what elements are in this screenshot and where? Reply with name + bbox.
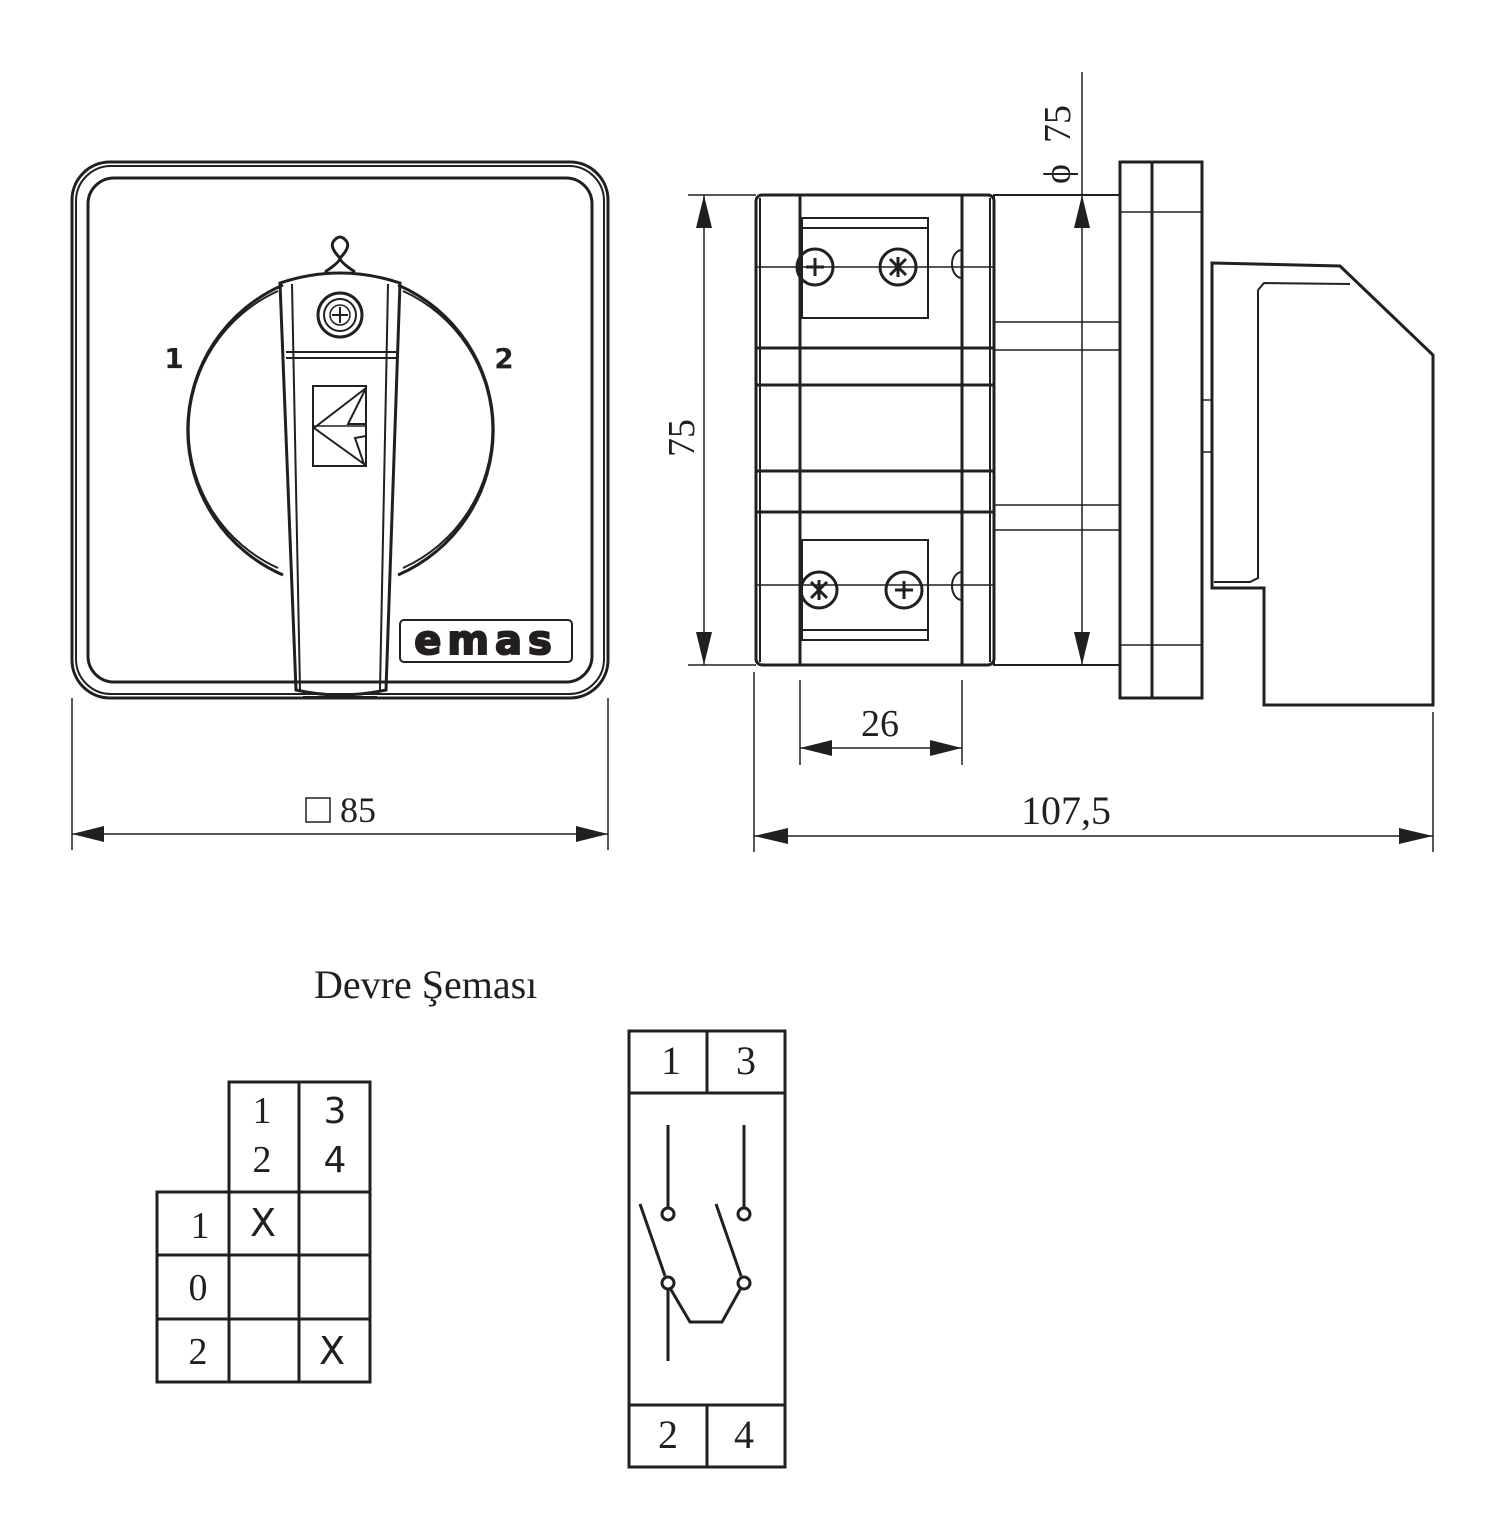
- row-position-label: 2: [189, 1331, 208, 1373]
- terminal-label: 1: [661, 1038, 681, 1083]
- contact-diagram: 1 3 2 4: [627, 1029, 787, 1469]
- terminal-screw-icon: [884, 570, 924, 610]
- column-header-top: 1: [253, 1090, 272, 1132]
- table-cell: X: [250, 1201, 276, 1245]
- terminal-label: 2: [658, 1412, 678, 1457]
- brand-emas-mark: emas: [399, 617, 573, 665]
- schema-title: Devre Şeması: [314, 962, 537, 1007]
- dimension-width: 85: [71, 698, 609, 850]
- terminal-label: 3: [736, 1038, 756, 1083]
- front-plate-outer-inner-line: [75, 165, 605, 695]
- terminal-screw-icon: [799, 570, 839, 610]
- row-position-label: 1: [191, 1205, 210, 1247]
- dimension-depth: 107,5: [753, 672, 1434, 852]
- dimension-module: 26: [799, 680, 963, 765]
- terminal-screw-icon: [878, 247, 918, 287]
- dimension-diameter-label: 75: [1037, 105, 1079, 143]
- dimension-width-label: 85: [340, 790, 376, 830]
- knob-handle: [278, 271, 402, 697]
- column-header-bottom: 2: [253, 1139, 272, 1181]
- row-position-label: 0: [189, 1267, 208, 1309]
- position-label-1: 1: [164, 342, 183, 375]
- zero-pointer: [324, 235, 356, 274]
- position-label-2: 2: [494, 342, 513, 375]
- terminal-screw-icon: [795, 247, 835, 287]
- svg-text:emas: emas: [414, 618, 558, 664]
- column-header-bottom: 4: [324, 1140, 347, 1181]
- switching-table: 1 2 3 4 1 X 0 2 X: [155, 1080, 372, 1384]
- terminal-label: 4: [734, 1412, 754, 1457]
- brand-logo-icon: [312, 385, 367, 467]
- front-view: 1 0 2 emas 85: [70, 160, 610, 850]
- knob-disc: [186, 283, 284, 577]
- dimension-diameter-symbol: ϕ: [1037, 164, 1079, 184]
- dimension-module-label: 26: [861, 703, 899, 745]
- table-cell: X: [319, 1329, 345, 1373]
- contact-block: [754, 193, 996, 667]
- column-header-top: 3: [324, 1091, 347, 1132]
- dimension-height: 75: [661, 194, 756, 666]
- knob-side-profile: [1210, 261, 1435, 707]
- front-plate-edge: [1118, 160, 1204, 700]
- front-plate-inner: [86, 176, 594, 684]
- shaft-housing: [993, 194, 1121, 666]
- dimension-diameter: ϕ 75: [1037, 72, 1090, 665]
- dimension-depth-label: 107,5: [1021, 788, 1111, 833]
- handle-screw-icon: [316, 291, 364, 339]
- contact-symbol-icon: [638, 1125, 752, 1361]
- dimension-height-label: 75: [661, 419, 703, 457]
- side-view: 75 ϕ 75 26 107,5: [661, 72, 1435, 852]
- knob-disc-right: [397, 283, 495, 577]
